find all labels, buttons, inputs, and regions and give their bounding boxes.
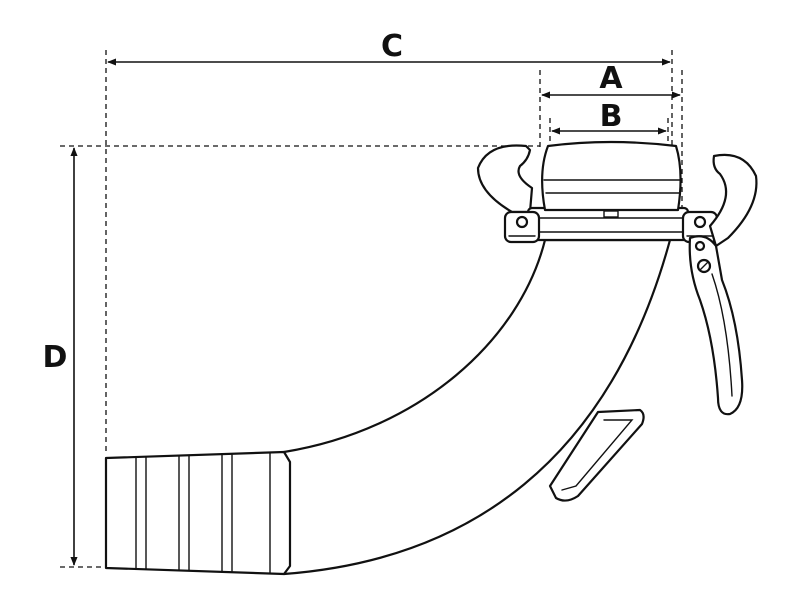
clamp-band	[526, 206, 690, 242]
left-hinge-lug	[503, 210, 541, 244]
extension-lines	[60, 50, 683, 568]
dimension-label-a: A	[599, 61, 623, 96]
dimension-label-d: D	[43, 340, 68, 375]
hose-coupling-part	[104, 140, 758, 576]
coupling-head	[541, 140, 682, 212]
dimension-label-b: B	[600, 99, 623, 134]
right-hinge-lug	[681, 210, 719, 244]
support-bracket	[548, 408, 645, 502]
elbow-body	[282, 238, 672, 576]
lever-handle	[688, 235, 744, 416]
left-locking-ear	[476, 144, 534, 214]
right-cam-lever	[688, 153, 758, 416]
hose-tail	[104, 450, 292, 576]
dimension-label-c: C	[381, 29, 403, 64]
